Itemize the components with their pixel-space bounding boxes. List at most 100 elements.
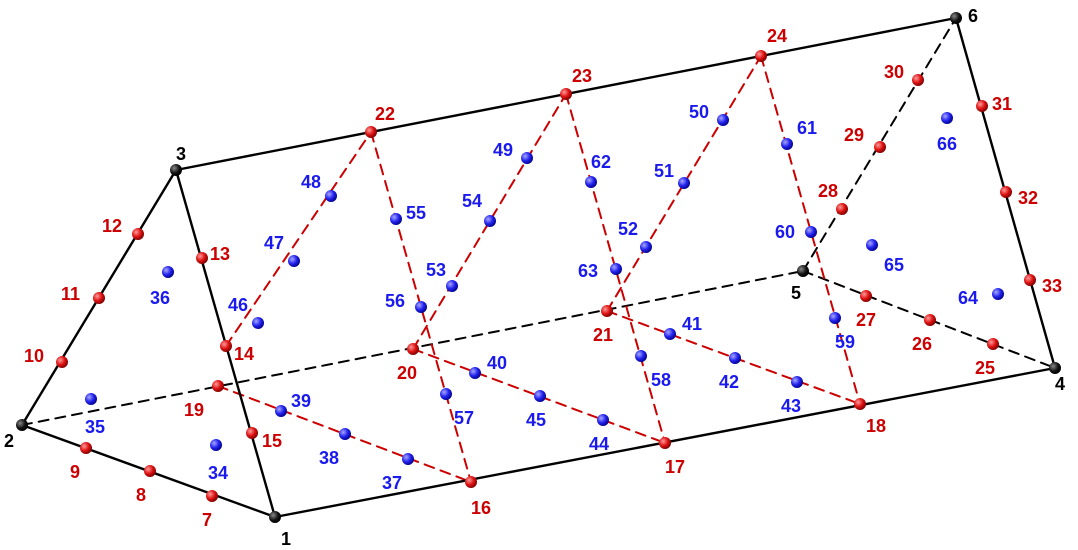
edge-node-7 [206, 490, 218, 502]
interior-node-62 [585, 176, 597, 188]
edge-node-label-17: 17 [665, 457, 685, 477]
edge-node-label-11: 11 [61, 284, 80, 304]
edge-node-16 [465, 476, 477, 488]
corner-node-label-4: 4 [1055, 374, 1065, 394]
interior-node-label-47: 47 [264, 233, 284, 253]
edge-node-label-16: 16 [471, 498, 491, 518]
edge-node-21 [601, 305, 613, 317]
edge-node-14 [220, 340, 232, 352]
edge-node-28 [836, 203, 848, 215]
interior-node-label-61: 61 [797, 118, 817, 138]
interior-node-label-54: 54 [462, 191, 482, 211]
edge-node-label-25: 25 [975, 358, 995, 378]
interior-node-label-49: 49 [493, 140, 513, 160]
interior-node-label-52: 52 [618, 219, 638, 239]
edge-node-19 [212, 380, 224, 392]
interior-node-50 [717, 114, 729, 126]
interior-node-label-42: 42 [719, 372, 739, 392]
interior-node-54 [484, 215, 496, 227]
interior-node-label-51: 51 [654, 161, 674, 181]
interior-node-66 [941, 112, 953, 124]
edge-node-32 [1000, 186, 1012, 198]
interior-node-39 [275, 405, 287, 417]
edge-node-31 [976, 100, 988, 112]
interior-node-label-56: 56 [385, 291, 405, 311]
interior-node-label-57: 57 [454, 408, 474, 428]
edge-node-label-14: 14 [234, 344, 254, 364]
edge-node-label-22: 22 [375, 104, 395, 124]
edge-node-27 [860, 290, 872, 302]
edge-node-9 [80, 442, 92, 454]
corner-node-2 [16, 419, 28, 431]
nodes-layer [16, 12, 1061, 523]
interior-node-label-41: 41 [682, 314, 702, 334]
interior-node-35 [85, 393, 97, 405]
interior-node-label-55: 55 [406, 203, 426, 223]
edge-node-8 [144, 465, 156, 477]
red-dashed-edge-14-22 [225, 131, 372, 347]
interior-node-label-34: 34 [208, 463, 228, 483]
interior-node-61 [781, 138, 793, 150]
interior-node-52 [640, 241, 652, 253]
interior-node-label-46: 46 [228, 295, 248, 315]
edge-node-label-20: 20 [397, 363, 417, 383]
interior-node-label-64: 64 [958, 288, 978, 308]
edge-node-label-15: 15 [262, 431, 282, 451]
interior-node-42 [729, 352, 741, 364]
interior-node-58 [635, 350, 647, 362]
interior-node-46 [252, 317, 264, 329]
edge-node-label-21: 21 [593, 325, 613, 345]
interior-node-label-37: 37 [382, 473, 402, 493]
interior-node-53 [446, 280, 458, 292]
interior-node-label-50: 50 [689, 102, 709, 122]
interior-node-label-40: 40 [487, 353, 507, 373]
interior-node-55 [390, 213, 402, 225]
edge-node-label-24: 24 [767, 26, 787, 46]
corner-node-5 [797, 265, 809, 277]
interior-node-label-66: 66 [937, 134, 957, 154]
red-dashed-edge-21-18 [606, 310, 861, 405]
edge-node-33 [1024, 274, 1036, 286]
interior-node-label-45: 45 [526, 410, 546, 430]
edge-node-24 [755, 50, 767, 62]
edge-node-25 [987, 338, 999, 350]
interior-node-label-59: 59 [835, 332, 855, 352]
edge-node-label-19: 19 [184, 400, 204, 420]
interior-node-label-35: 35 [85, 417, 105, 437]
red-dashed-edge-23-17 [565, 93, 666, 444]
edge-node-label-28: 28 [818, 181, 838, 201]
corner-node-label-5: 5 [791, 283, 801, 303]
interior-node-40 [469, 367, 481, 379]
red-dashed-edge-22-16 [370, 131, 472, 483]
red-dashed-edge-20-23 [412, 93, 567, 350]
edge-node-22 [365, 126, 377, 138]
edge-node-23 [560, 88, 572, 100]
interior-node-label-63: 63 [578, 261, 598, 281]
edge-node-17 [659, 437, 671, 449]
edge-node-label-13: 13 [210, 244, 230, 264]
edge-node-11 [93, 292, 105, 304]
corner-node-3 [170, 164, 182, 176]
interior-node-57 [440, 388, 452, 400]
corner-node-label-1: 1 [281, 529, 291, 549]
interior-node-51 [678, 177, 690, 189]
corner-node-6 [950, 12, 962, 24]
corner-node-label-2: 2 [4, 431, 14, 451]
interior-node-label-38: 38 [319, 448, 339, 468]
edge-node-label-33: 33 [1042, 276, 1062, 296]
corner-node-1 [269, 511, 281, 523]
interior-node-64 [992, 288, 1004, 300]
edge-node-13 [196, 252, 208, 264]
interior-node-48 [325, 190, 337, 202]
edge-node-12 [132, 228, 144, 240]
corner-node-4 [1049, 362, 1061, 374]
interior-node-label-44: 44 [589, 434, 609, 454]
interior-node-63 [610, 263, 622, 275]
edge-node-label-10: 10 [24, 346, 44, 366]
edge-node-label-7: 7 [202, 510, 212, 530]
interior-node-41 [664, 328, 676, 340]
interior-node-37 [402, 453, 414, 465]
edge-node-26 [924, 314, 936, 326]
edge-node-label-30: 30 [884, 62, 904, 82]
interior-node-60 [805, 226, 817, 238]
